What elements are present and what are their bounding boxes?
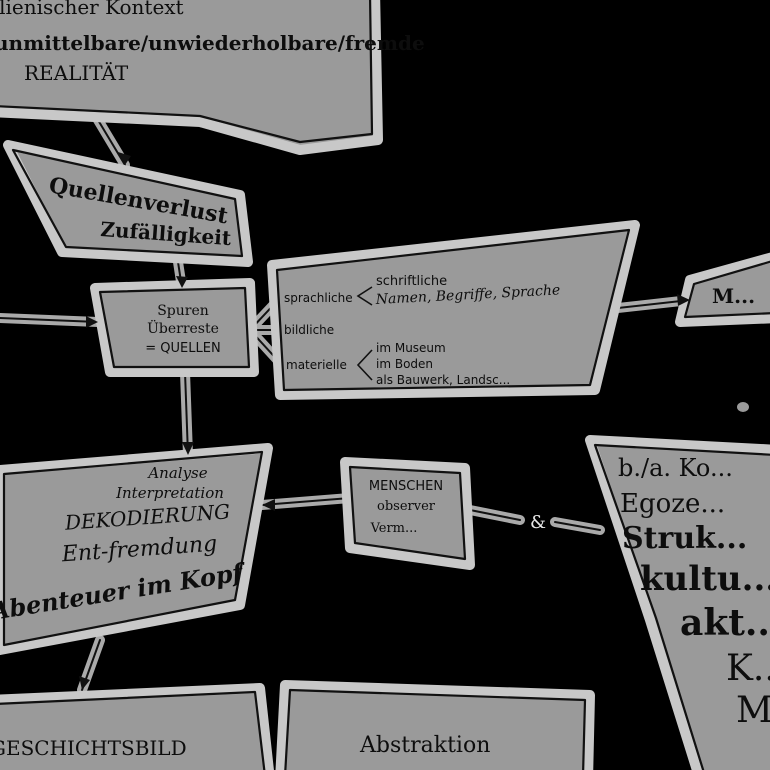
sources-box: Spuren Überreste = QUELLEN	[90, 278, 259, 377]
verbal-bracket	[356, 286, 373, 306]
reality-line-1: ...lienischer Kontext	[0, 0, 184, 19]
abstraction-label: Abstraktion	[359, 733, 490, 758]
sources-line-2: Überreste	[147, 319, 219, 337]
right-arrow-label: M...	[712, 284, 755, 308]
context-box: b./a. Ko... Egoze... Struk... kultu... a…	[585, 435, 770, 770]
arrow-head	[86, 316, 98, 328]
sources-line-3: = QUELLEN	[145, 341, 220, 356]
context-line-3: Struk...	[622, 521, 747, 556]
abstraction-box: Abstraktion	[275, 680, 595, 770]
type-written: schriftliche	[376, 274, 447, 289]
type-building: als Bauwerk, Landsc...	[376, 373, 510, 387]
analysis-line-1: Analyse	[146, 464, 207, 482]
history-picture-label: GESCHICHTSBILD	[0, 736, 187, 760]
analysis-line-2: Interpretation	[115, 484, 224, 502]
type-visual: bildliche	[284, 323, 334, 337]
arrow-heads	[79, 152, 690, 690]
arrow-head	[677, 294, 690, 306]
analysis-box: Analyse Interpretation DEKODIERUNG Ent-f…	[0, 443, 273, 655]
people-line-3: Verm...	[370, 521, 418, 536]
source-types-box: sprachliche schriftliche Namen, Begriffe…	[267, 220, 640, 400]
sources-line-1: Spuren	[157, 303, 209, 319]
right-arrow-box: M...	[675, 252, 770, 327]
arrow-head	[262, 499, 275, 511]
arrow-head	[182, 442, 194, 455]
context-line-7: M...	[736, 690, 770, 731]
people-line-2: observer	[377, 499, 436, 514]
context-line-2: Egoze...	[620, 489, 725, 519]
reality-line-3: REALITÄT	[24, 61, 129, 85]
context-line-6: K...	[726, 648, 770, 689]
material-bracket	[356, 349, 373, 381]
arrow-head	[118, 152, 131, 165]
reality-line-2: unmittelbare/unwiederholbare/fremde	[0, 31, 425, 55]
context-line-4: kultu...	[640, 559, 770, 599]
source-loss-box: Quellenverlust Zufälligkeit	[3, 140, 253, 267]
stray-mark	[737, 402, 749, 412]
type-verbal: sprachliche	[284, 291, 353, 305]
ampersand: &	[530, 512, 546, 533]
reality-box: ...lienischer Kontext unmittelbare/unwie…	[0, 0, 425, 155]
history-picture-box: GESCHICHTSBILD	[0, 683, 274, 770]
people-box: MENSCHEN observer Verm...	[340, 457, 475, 570]
context-line-5: akt...	[680, 602, 770, 644]
arrow-head	[176, 276, 188, 288]
type-ground: im Boden	[376, 357, 433, 371]
type-museum: im Museum	[376, 341, 446, 355]
context-line-1: b./a. Ko...	[618, 454, 733, 482]
people-line-1: MENSCHEN	[369, 479, 443, 494]
arrow-head	[79, 676, 90, 690]
type-material: materielle	[286, 358, 347, 372]
